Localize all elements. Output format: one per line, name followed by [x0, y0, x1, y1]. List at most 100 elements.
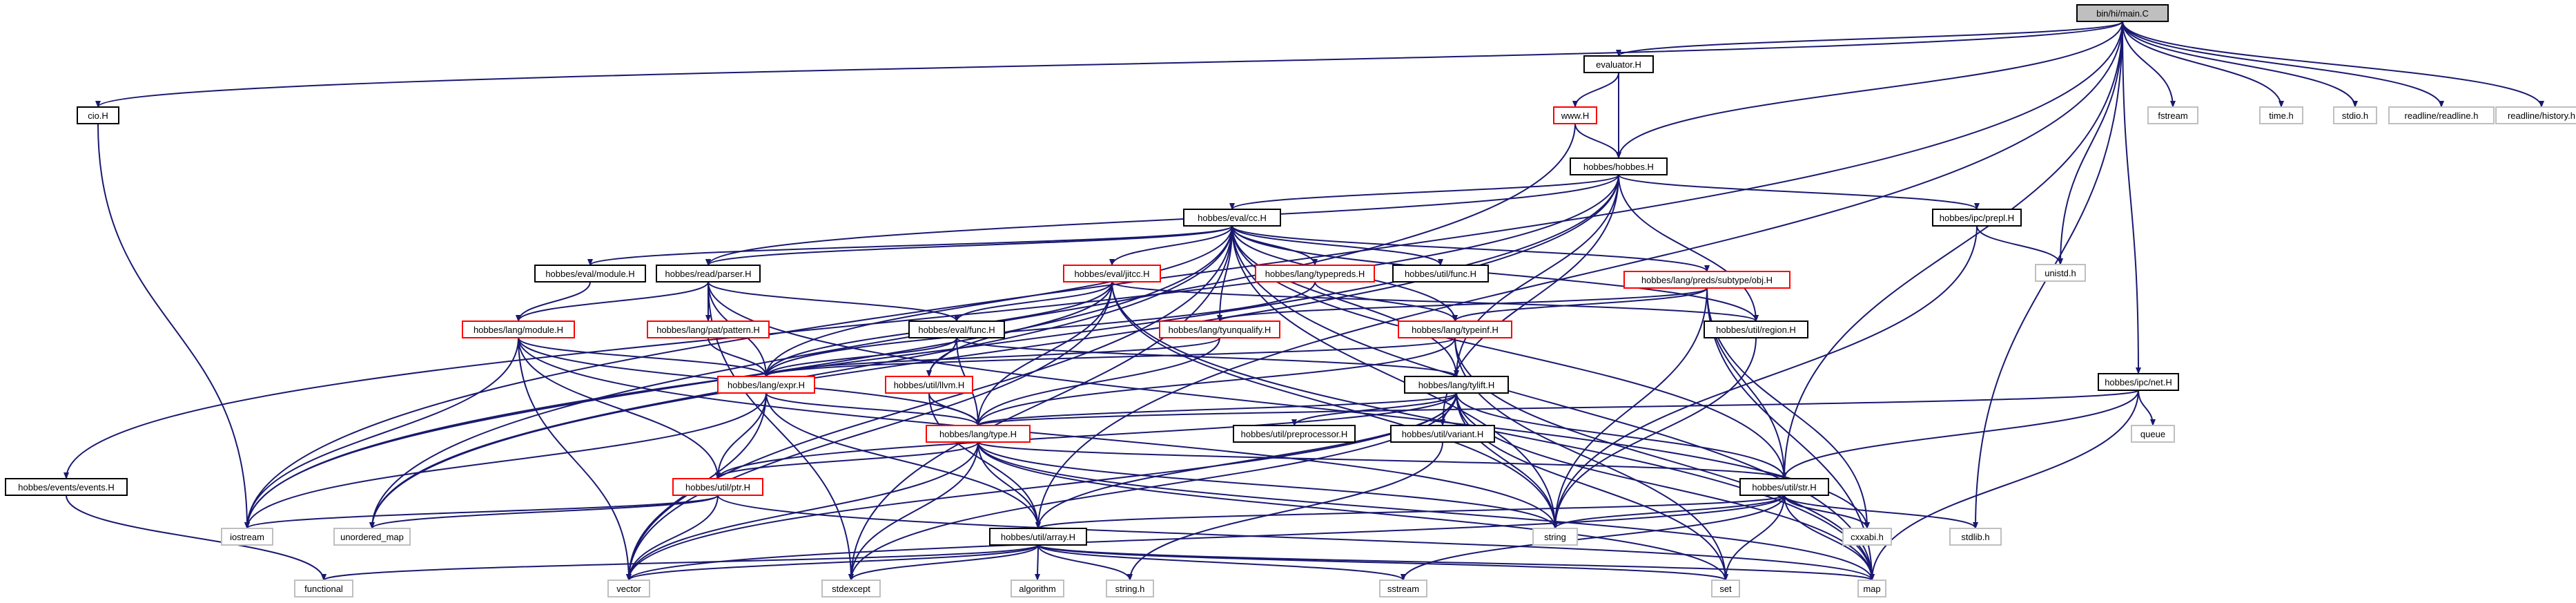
edge-main-to-stdioh — [2122, 21, 2358, 108]
node-label: functional — [304, 584, 343, 594]
node-prepl[interactable]: hobbes/ipc/prepl.H — [1932, 209, 2022, 227]
node-www[interactable]: www.H — [1553, 106, 1597, 124]
node-region[interactable]: hobbes/util/region.H — [1704, 320, 1808, 338]
edge-tylift-to-langtype — [975, 392, 1457, 426]
node-label: hobbes/eval/func.H — [918, 325, 995, 335]
node-label: hobbes/lang/tyunqualify.H — [1169, 325, 1271, 335]
node-history: readline/history.h — [2495, 106, 2576, 124]
edge-expr-to-array — [765, 392, 1041, 529]
node-evaluator[interactable]: evaluator.H — [1583, 55, 1654, 73]
edge-hobbes-to-events — [64, 174, 1619, 479]
edge-array-to-vector — [626, 544, 1039, 581]
node-events[interactable]: hobbes/events/events.H — [5, 478, 128, 496]
edge-cc-to-expr — [763, 225, 1233, 377]
node-jitcc[interactable]: hobbes/eval/jitcc.H — [1063, 265, 1161, 283]
node-preds[interactable]: hobbes/lang/preds/subtype/obj.H — [1623, 271, 1790, 289]
node-label: hobbes/util/preprocessor.H — [1241, 429, 1348, 439]
node-algorithm: algorithm — [1011, 580, 1064, 597]
edge-cc-to-evalmodule — [587, 225, 1233, 266]
edge-tyunq-to-langtype — [975, 337, 1220, 426]
edge-net-to-map — [1869, 390, 2139, 581]
node-box — [717, 376, 815, 394]
node-parser[interactable]: hobbes/read/parser.H — [656, 265, 761, 283]
node-box — [1063, 265, 1161, 283]
node-label: hobbes/eval/module.H — [545, 269, 634, 279]
node-functional: functional — [294, 580, 353, 597]
edge-typeinf-to-set — [1454, 337, 1728, 581]
node-cxxabi: cxxabi.h — [1842, 528, 1892, 546]
node-box — [1711, 580, 1740, 597]
node-label: hobbes/eval/jitcc.H — [1074, 269, 1149, 279]
edge-langmodule-to-string — [518, 337, 1558, 529]
edge-main-to-evaluator — [1616, 21, 2123, 57]
node-box — [1255, 265, 1375, 283]
edge-cc-to-string — [1231, 225, 1558, 529]
edge-cc-to-region — [1231, 225, 1759, 322]
node-label: readline/history.h — [2508, 111, 2575, 121]
node-stdioh: stdio.h — [2333, 106, 2377, 124]
node-label: algorithm — [1019, 584, 1055, 594]
edge-tyunq-to-expr — [763, 337, 1220, 377]
node-label: hobbes/events/events.H — [18, 482, 114, 492]
edge-main-to-fstream — [2122, 21, 2176, 108]
node-label: iostream — [230, 532, 264, 542]
node-label: stdio.h — [2342, 111, 2368, 121]
node-evalmodule[interactable]: hobbes/eval/module.H — [534, 265, 646, 283]
node-box — [2259, 106, 2303, 124]
edge-str-to-map — [1784, 495, 1875, 581]
node-box — [672, 478, 763, 496]
edge-preds-to-map — [1706, 287, 1875, 581]
node-hobbes[interactable]: hobbes/hobbes.H — [1570, 157, 1668, 175]
edge-hobbes-to-prepl — [1618, 174, 1980, 210]
edge-str-to-stdlib — [1784, 495, 1978, 529]
node-expr[interactable]: hobbes/lang/expr.H — [717, 376, 815, 394]
node-label: cxxabi.h — [1851, 532, 1884, 542]
node-typeinf[interactable]: hobbes/lang/typeinf.H — [1398, 320, 1512, 338]
node-set: set — [1711, 580, 1740, 597]
node-preproc[interactable]: hobbes/util/preprocessor.H — [1233, 425, 1356, 443]
node-variant[interactable]: hobbes/util/variant.H — [1390, 425, 1495, 443]
node-label: hobbes/lang/pat/pattern.H — [656, 325, 760, 335]
node-evalfunc[interactable]: hobbes/eval/func.H — [908, 320, 1005, 338]
edge-jitcc-to-region — [1111, 281, 1759, 322]
node-langmodule[interactable]: hobbes/lang/module.H — [462, 320, 575, 338]
edge-hobbes-to-umap — [369, 174, 1619, 529]
edge-typepreds-to-expr — [763, 281, 1316, 377]
node-cc[interactable]: hobbes/eval/cc.H — [1183, 209, 1281, 227]
node-array[interactable]: hobbes/util/array.H — [989, 528, 1087, 546]
node-func[interactable]: hobbes/util/func.H — [1392, 265, 1489, 283]
edge-parser-to-evalfunc — [708, 281, 959, 322]
node-box — [885, 376, 973, 394]
node-label: sstream — [1387, 584, 1419, 594]
node-label: time.h — [2269, 111, 2293, 121]
node-box — [2098, 373, 2179, 391]
node-net[interactable]: hobbes/ipc/net.H — [2098, 373, 2179, 391]
edge-hobbes-to-tylift — [1454, 174, 1619, 377]
node-ptr[interactable]: hobbes/util/ptr.H — [672, 478, 763, 496]
node-cio[interactable]: cio.H — [77, 106, 119, 124]
node-box — [1183, 209, 1281, 227]
edge-net-to-queue — [2138, 390, 2156, 426]
node-llvm[interactable]: hobbes/util/llvm.H — [885, 376, 973, 394]
node-str[interactable]: hobbes/util/str.H — [1739, 478, 1829, 496]
edge-str-to-string — [1552, 495, 1785, 529]
edge-str-to-vector — [626, 495, 1785, 581]
node-typepreds[interactable]: hobbes/lang/typepreds.H — [1255, 265, 1375, 283]
edge-typeinf-to-langtype — [975, 337, 1456, 426]
edge-langmodule-to-expr — [518, 337, 769, 377]
node-stringh: string.h — [1106, 580, 1154, 597]
node-tyunq[interactable]: hobbes/lang/tyunqualify.H — [1159, 320, 1280, 338]
node-pattern[interactable]: hobbes/lang/pat/pattern.H — [647, 320, 770, 338]
node-box — [1379, 580, 1427, 597]
edge-cc-to-func — [1231, 225, 1443, 266]
node-label: vector — [616, 584, 641, 594]
edge-llvm-to-array — [928, 392, 1041, 529]
node-tylift[interactable]: hobbes/lang/tylift.H — [1404, 376, 1509, 394]
edge-tylift-to-string — [1456, 392, 1558, 529]
edge-langtype-to-ptr — [715, 441, 979, 479]
node-langtype[interactable]: hobbes/lang/type.H — [926, 425, 1031, 443]
edge-langtype-to-vector — [626, 441, 979, 581]
edge-array-to-stringh — [1037, 544, 1133, 581]
edge-cc-to-parser — [705, 225, 1233, 266]
